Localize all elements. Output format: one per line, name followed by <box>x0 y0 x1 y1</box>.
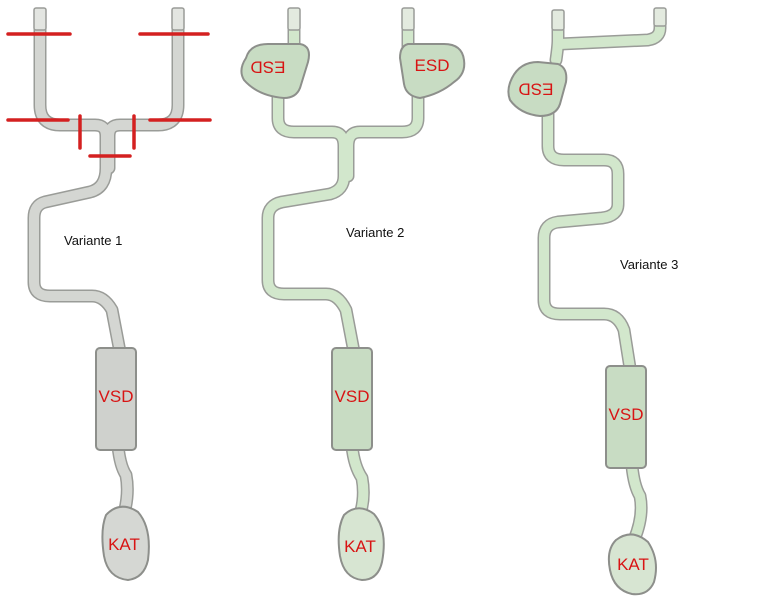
vsd-label-3: VSD <box>609 405 644 424</box>
esd-muffler-3 <box>507 60 568 118</box>
caption-variante-3: Variante 3 <box>620 257 679 272</box>
kat-label-2: KAT <box>344 537 376 556</box>
vsd-label-2: VSD <box>335 387 370 406</box>
kat-label-3: KAT <box>617 555 649 574</box>
variant-3: ESD VSD KAT <box>507 7 667 596</box>
caption-variante-2: Variante 2 <box>346 225 405 240</box>
vsd-muffler-2 <box>331 347 373 451</box>
esd-label-right: ESD <box>415 56 450 75</box>
vsd-muffler-1 <box>95 347 137 451</box>
esd-label-left: ESD <box>251 58 286 77</box>
variant-2: ESD ESD VSD KAT <box>240 7 466 582</box>
kat-converter-1 <box>101 505 150 582</box>
variant-1: VSD KAT <box>6 7 212 582</box>
esd-muffler-right <box>398 43 466 100</box>
cut-marks <box>6 32 212 158</box>
kat-converter-3 <box>607 533 657 596</box>
kat-label-1: KAT <box>108 535 140 554</box>
esd-label-3: ESD <box>519 80 554 99</box>
vsd-label-1: VSD <box>99 387 134 406</box>
esd-muffler-left <box>240 43 310 100</box>
caption-variante-1: Variante 1 <box>64 233 123 248</box>
vsd-muffler-3 <box>605 365 647 469</box>
kat-converter-2 <box>337 507 385 582</box>
